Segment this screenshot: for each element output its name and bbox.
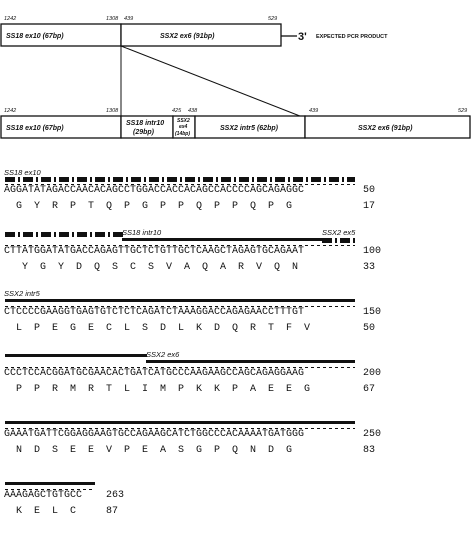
sequence-block-2: SS18 intr10 SSX2 ex5 CTTATGGATATGACCAGAG… <box>4 228 470 290</box>
ssx2-ex-label-b: ex4 <box>179 124 188 130</box>
amino-acid-line: G Y R P T Q P G P P Q P P Q P G <box>4 201 293 212</box>
pos-529-bottom: 529 <box>458 108 467 114</box>
region-bar-ssx2-ex6 <box>146 360 355 363</box>
dashed-rule <box>5 367 355 368</box>
region-bar-ssx2-intr5 <box>5 299 355 302</box>
nucleotide-line: CTCCCCGAAGGTGAGTGTCTCTCAGATCTAAAGGACCAGA… <box>4 307 305 318</box>
region-tag-ssx2-intr5: SSX2 intr5 <box>4 289 40 298</box>
pos-439-bottom: 439 <box>309 108 318 114</box>
nucleotide-line: AAAGAGCTGTGCC <box>4 490 83 501</box>
region-tag-ssx2-ex6: SSX2 ex6 <box>146 350 180 359</box>
dashed-rule <box>5 428 355 429</box>
amino-acid-position: 17 <box>363 201 376 212</box>
sequence-block-3: SSX2 intr5 CTCCCCGAAGGTGAGTGTCTCTCAGATCT… <box>4 289 470 351</box>
ss18-intr10-size: (29bp) <box>133 129 155 136</box>
amino-acid-line: Y G Y D Q S C S V A Q A R V Q N <box>4 262 299 273</box>
amino-acid-position: 33 <box>363 262 376 273</box>
pos-439-top: 439 <box>124 16 133 22</box>
nucleotide-position: 50 <box>363 185 376 196</box>
sequence-alignment: SS18 ex10 AGGATATAGACCAACACAGCCTGGACCACC… <box>4 168 470 534</box>
sequence-block-4: SSX2 ex6 CCCTCCACGGATGCGAACACTGATCATGCCC… <box>4 350 470 412</box>
ssx2-ex-label-a: SSX2 <box>177 118 190 124</box>
nucleotide-position: 263 <box>106 490 125 501</box>
region-bar-ssx2-ex6-cont <box>5 421 355 424</box>
gene-structure-diagram: 1242 1308 439 529 SS18 ex10 (67bp) SSX2 … <box>0 16 471 139</box>
region-bar-ssx2-intr5-end <box>5 354 147 357</box>
ssx2-ex6-label-top: SSX2 ex6 (91bp) <box>160 33 215 40</box>
nucleotide-position: 250 <box>363 429 382 440</box>
pos-425-bottom: 425 <box>172 108 182 114</box>
ssx2-intr5-label: SSX2 intr5 (62bp) <box>220 125 279 132</box>
ssx2-ex6-box-top <box>120 23 282 47</box>
amino-acid-line: K E L C <box>4 506 77 517</box>
ss18-ex10-label-bottom: SS18 ex10 (67bp) <box>6 125 64 132</box>
sequence-block-6: AAAGAGCTGTGCC 263 K E L C 87 <box>4 473 470 534</box>
ss18-ex10-label-top: SS18 ex10 (67bp) <box>6 33 64 40</box>
sequence-block-1: SS18 ex10 AGGATATAGACCAACACAGCCTGGACCACC… <box>4 168 470 229</box>
nucleotide-position: 200 <box>363 368 382 379</box>
sequence-block-5: GAAATGATTCGGAGGAAGTGCCAGAAGCATCTGGCCCACA… <box>4 412 470 473</box>
amino-acid-position: 50 <box>363 323 376 334</box>
pos-1308-top: 1308 <box>106 16 119 22</box>
pos-529-top: 529 <box>268 16 277 22</box>
region-bar-ssx2-ex6-end <box>5 482 95 485</box>
nucleotide-line: AGGATATAGACCAACACAGCCTGGACCACCACAGCCACCC… <box>4 185 305 196</box>
dashed-rule <box>5 306 355 307</box>
pos-1242-top: 1242 <box>4 16 16 22</box>
region-bar-ss18-ex10 <box>5 177 355 182</box>
amino-acid-position: 67 <box>363 384 376 395</box>
nucleotide-position: 150 <box>363 307 382 318</box>
region-tag-ssx2-ex5: SSX2 ex5 <box>322 228 356 237</box>
amino-acid-position: 87 <box>106 506 119 517</box>
nucleotide-line: CTTATGGATATGACCAGAGTTGCTCTGTTGCTCAAGCTAG… <box>4 246 305 257</box>
three-prime-label: 3' <box>298 31 307 43</box>
nucleotide-line: GAAATGATTCGGAGGAAGTGCCAGAAGCATCTGGCCCACA… <box>4 429 305 440</box>
amino-acid-line: N D S E E V P E A S G P Q N D G <box>4 445 293 456</box>
amino-acid-line: L P E G E C L S D L K D Q R T F V <box>4 323 311 334</box>
nucleotide-line: CCCTCCACGGATGCGAACACTGATCATGCCCAAGAAGCCA… <box>4 368 305 379</box>
ssx2-ex-label-c: (14bp) <box>175 131 190 137</box>
amino-acid-position: 83 <box>363 445 376 456</box>
expected-pcr-label: EXPECTED PCR PRODUCT <box>316 34 388 40</box>
pos-1308-bottom: 1308 <box>106 108 119 114</box>
region-bar-ss18-intr10 <box>122 238 322 241</box>
dashed-rule <box>5 245 355 246</box>
region-tag-ss18-intr10: SS18 intr10 <box>122 228 162 237</box>
region-tag-ss18-ex10: SS18 ex10 <box>4 168 41 177</box>
ssx2-ex6-box-bottom <box>304 115 471 139</box>
region-bar-ss18-ex10-end <box>5 232 123 237</box>
ss18-intr10-label: SS18 intr10 <box>126 120 164 127</box>
dashed-rule <box>5 184 355 185</box>
pos-1242-bottom: 1242 <box>4 108 16 114</box>
nucleotide-position: 100 <box>363 246 382 257</box>
amino-acid-line: P P R M R T L I M P K K P A E E G <box>4 384 311 395</box>
expansion-line-right <box>120 45 306 119</box>
ssx2-ex6-label-bottom: SSX2 ex6 (91bp) <box>358 125 413 132</box>
region-bar-ssx2-ex5 <box>322 238 355 243</box>
pos-438-bottom: 438 <box>188 108 198 114</box>
